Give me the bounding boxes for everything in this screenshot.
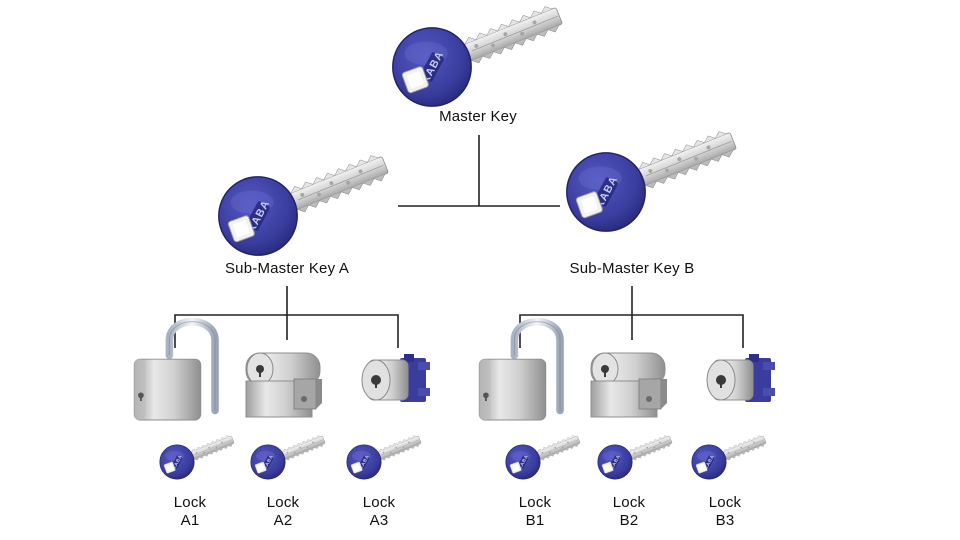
half-cylinder-a2-icon bbox=[245, 352, 323, 418]
lock-a3-label: Lock A3 bbox=[349, 494, 409, 530]
cam-cylinder-b3-icon bbox=[706, 353, 776, 403]
key-b3-icon bbox=[691, 433, 768, 480]
lock-b2-label-line2: B2 bbox=[619, 512, 639, 529]
key-a3-icon bbox=[346, 433, 423, 480]
submaster-key-a-label: Sub-Master Key A bbox=[224, 260, 350, 277]
lock-b3-label-line2: B3 bbox=[715, 512, 735, 529]
lock-b2-label: Lock B2 bbox=[599, 494, 659, 530]
submaster-key-b-label: Sub-Master Key B bbox=[569, 260, 695, 277]
lock-a1-label-line1: Lock bbox=[173, 494, 207, 511]
key-a1-icon bbox=[159, 433, 236, 480]
lock-a3-label-line1: Lock bbox=[362, 494, 396, 511]
lock-a2-label-line1: Lock bbox=[266, 494, 300, 511]
master-key-icon bbox=[392, 2, 566, 107]
key-b2-icon bbox=[597, 433, 674, 480]
lock-a2-label-line2: A2 bbox=[273, 512, 293, 529]
submaster-key-a-icon bbox=[218, 151, 392, 256]
key-a2-icon bbox=[250, 433, 327, 480]
lock-b3-label-line1: Lock bbox=[708, 494, 742, 511]
lock-b3-label: Lock B3 bbox=[695, 494, 755, 530]
lock-b1-label-line2: B1 bbox=[525, 512, 545, 529]
lock-a1-label: Lock A1 bbox=[160, 494, 220, 530]
cam-cylinder-a3-icon bbox=[361, 353, 431, 403]
lock-b1-label: Lock B1 bbox=[505, 494, 565, 530]
lock-a1-label-line2: A1 bbox=[180, 512, 200, 529]
lock-b1-label-line1: Lock bbox=[518, 494, 552, 511]
lock-a3-label-line2: A3 bbox=[369, 512, 389, 529]
lock-b2-label-line1: Lock bbox=[612, 494, 646, 511]
half-cylinder-b2-icon bbox=[590, 352, 668, 418]
key-b1-icon bbox=[505, 433, 582, 480]
lock-a2-label: Lock A2 bbox=[253, 494, 313, 530]
submaster-key-b-icon bbox=[566, 127, 740, 232]
master-key-label: Master Key bbox=[439, 108, 517, 125]
